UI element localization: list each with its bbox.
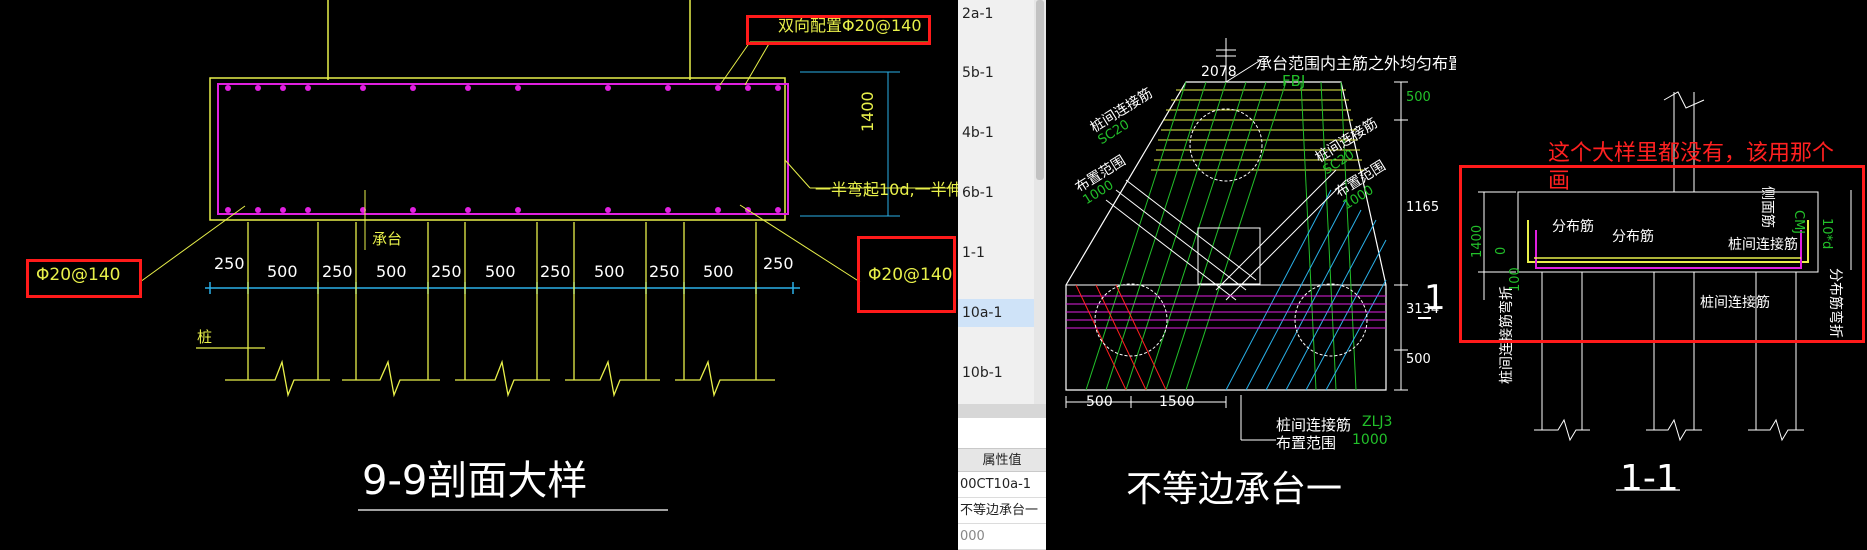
list-item[interactable]: 10b-1 [962, 365, 1003, 381]
unequal-pile-cap-drawing [1065, 38, 1431, 441]
bottom-conn-label: 桩间连接筋 [1276, 416, 1352, 434]
right-cad-viewport[interactable]: 分布筋 分布筋 桩间连接筋 桩间连接筋 侧面筋 CMJ 1400 0 100 1… [1456, 0, 1867, 544]
cap-label: 承台 [372, 230, 403, 248]
fbj-code: FBJ [1282, 72, 1306, 90]
section-mark-1: 1 [1424, 278, 1446, 318]
two-way-rebar-label: 双向配置Φ20@140 [778, 16, 922, 35]
drawing-list-panel: 2a-1 5b-1 4b-1 6b-1 1-1 10a-1 10b-1 [958, 0, 1046, 410]
dim-1: 250 [214, 254, 245, 273]
dist-bar-label-2: 分布筋 [1612, 229, 1654, 245]
dim-7: 250 [540, 262, 571, 281]
dim-6: 500 [485, 262, 516, 281]
right-dim-500-bottom: 500 [1406, 352, 1431, 367]
dim-9: 250 [649, 262, 680, 281]
annotation-note: 这个大样里都没有，该用那个画 [1548, 140, 1838, 196]
left-rebar-label: Φ20@140 [36, 265, 121, 285]
list-item[interactable]: 2a-1 [962, 6, 994, 22]
list-item[interactable]: 5b-1 [962, 65, 994, 81]
rebar-dots [225, 85, 781, 213]
top-note: 承台范围内主筋之外均匀布置 [1256, 54, 1465, 73]
section-1-1-drawing [1478, 91, 1852, 491]
bottom-conn-code: ZLJ3 [1362, 414, 1393, 430]
dim-3: 250 [322, 262, 353, 281]
height-dim-label: 1400 [858, 91, 877, 132]
dim-10: 500 [703, 262, 734, 281]
right-dim-3134: 3134 [1406, 302, 1440, 317]
list-item[interactable]: 1-1 [962, 245, 985, 261]
property-row[interactable]: 000 [958, 524, 1046, 550]
property-value-header: 属性值 [958, 448, 1046, 472]
bottom-range-value: 1000 [1352, 432, 1388, 448]
dim-2078: 2078 [1201, 64, 1237, 80]
pile-label: 桩 [197, 328, 213, 346]
dim-11: 250 [763, 254, 794, 273]
highlight-box-left [26, 259, 142, 298]
pile-conn-label: 桩间连接筋 [1728, 237, 1798, 253]
cap-title: 不等边承台一 [1126, 469, 1343, 510]
dim-2: 500 [267, 262, 298, 281]
list-scrollbar-thumb[interactable] [1036, 0, 1044, 180]
pile-conn-bottom-label: 桩间连接筋 [1700, 295, 1770, 311]
list-item[interactable]: 6b-1 [962, 185, 994, 201]
dim-5: 250 [431, 262, 462, 281]
middle-cad-viewport[interactable]: 承台范围内主筋之外均匀布置 FBJ 2078 桩间连接筋 SC20 布置范围 1… [1046, 0, 1464, 544]
right-dim-1165: 1165 [1406, 200, 1440, 215]
list-item-selected[interactable]: 10a-1 [958, 299, 1046, 327]
property-row[interactable]: 00CT10a-1 [958, 472, 1046, 498]
list-scrollbar[interactable] [1034, 0, 1046, 410]
property-panel: 属性值 00CT10a-1 不等边承台一 000 [958, 418, 1046, 550]
highlight-box-top [746, 15, 931, 45]
dist-bar-label-1: 分布筋 [1552, 219, 1594, 235]
left-cad-viewport[interactable]: 双向配置Φ20@140 1400 一半弯起10d,一半伸至承 承台 桩 Φ20@… [0, 0, 995, 544]
highlight-box-1-1 [1459, 165, 1865, 343]
bottom-dim-1500: 1500 [1159, 394, 1195, 410]
annotation-text: 这个大样里都没有，该用那个画 [1548, 141, 1835, 194]
section-title: 9-9剖面大样 [362, 458, 588, 504]
dim-8: 500 [594, 262, 625, 281]
right-dim-500-top: 500 [1406, 90, 1431, 105]
list-item[interactable]: 4b-1 [962, 125, 994, 141]
bottom-dim-500: 500 [1086, 394, 1113, 410]
bend-note-label: 一半弯起10d,一半伸至承 [815, 180, 995, 199]
bottom-range-label: 布置范围 [1276, 434, 1337, 452]
section-1-1-title: 1-1 [1620, 458, 1679, 499]
right-rebar-label: Φ20@140 [868, 265, 953, 285]
panel-splitter[interactable] [958, 404, 1046, 418]
property-row[interactable]: 不等边承台一 [958, 498, 1046, 524]
highlight-box-right [857, 236, 956, 313]
dim-4: 500 [376, 262, 407, 281]
section-9-9-drawing [139, 0, 958, 511]
